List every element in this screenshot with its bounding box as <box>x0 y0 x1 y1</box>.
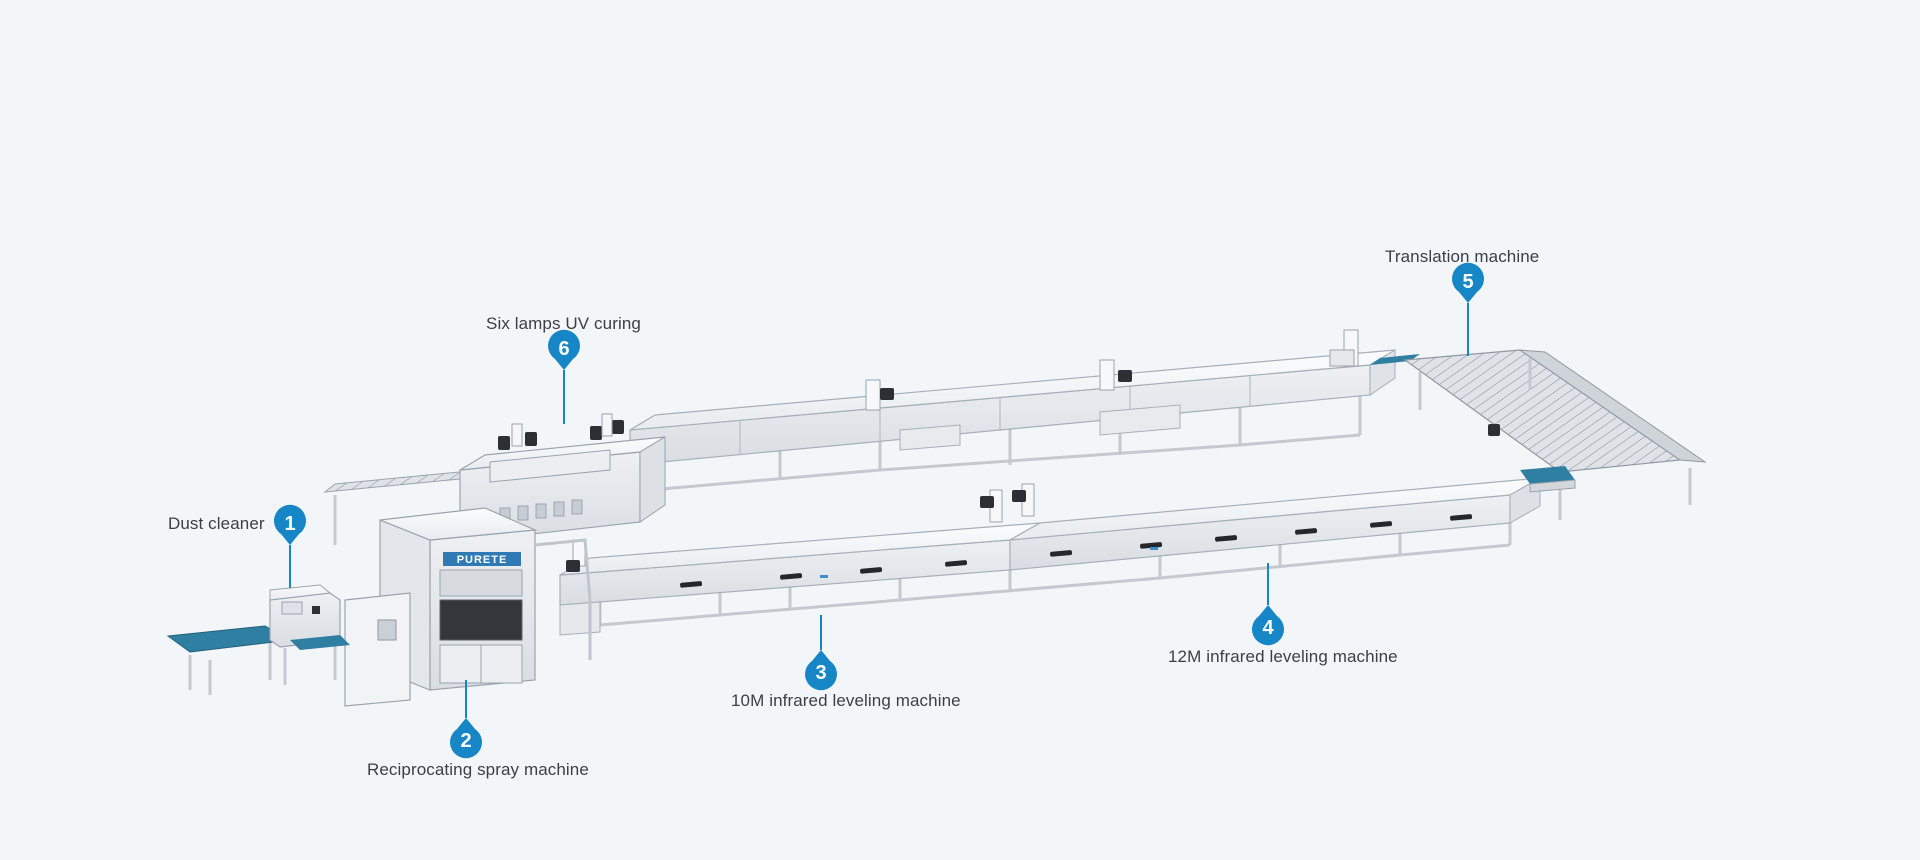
brand-logo: PURETE <box>457 554 508 566</box>
label-10m-infrared-leveling-machine: 10M infrared leveling machine <box>731 691 961 710</box>
marker-2-number: 2 <box>460 730 471 752</box>
marker-5-number: 5 <box>1462 271 1473 293</box>
marker-4-number: 4 <box>1262 617 1274 639</box>
label-reciprocating-spray-machine: Reciprocating spray machine <box>367 760 589 779</box>
marker-2[interactable]: 2 <box>450 680 482 759</box>
marker-6[interactable]: 6 <box>548 329 580 424</box>
uv-curing-machine <box>323 413 666 545</box>
marker-3[interactable]: 3 <box>804 615 837 691</box>
marker-1-number: 1 <box>284 513 295 535</box>
marker-5[interactable]: 5 <box>1451 262 1484 356</box>
back-tunnel-line <box>629 329 1396 492</box>
reciprocating-spray-machine: PURETE <box>344 507 592 707</box>
label-six-lamps-uv-curing: Six lamps UV curing <box>486 314 641 333</box>
label-translation-machine: Translation machine <box>1385 247 1540 266</box>
front-tunnel-line <box>559 477 1541 636</box>
translation-machine <box>1370 349 1707 520</box>
marker-6-number: 6 <box>558 338 569 360</box>
label-dust-cleaner: Dust cleaner <box>168 514 265 533</box>
marker-4[interactable]: 4 <box>1251 563 1284 646</box>
dust-cleaner-machine <box>166 584 350 695</box>
label-12m-infrared-leveling-machine: 12M infrared leveling machine <box>1168 647 1398 666</box>
marker-3-number: 3 <box>815 662 826 684</box>
marker-1[interactable]: 1 <box>274 504 306 588</box>
